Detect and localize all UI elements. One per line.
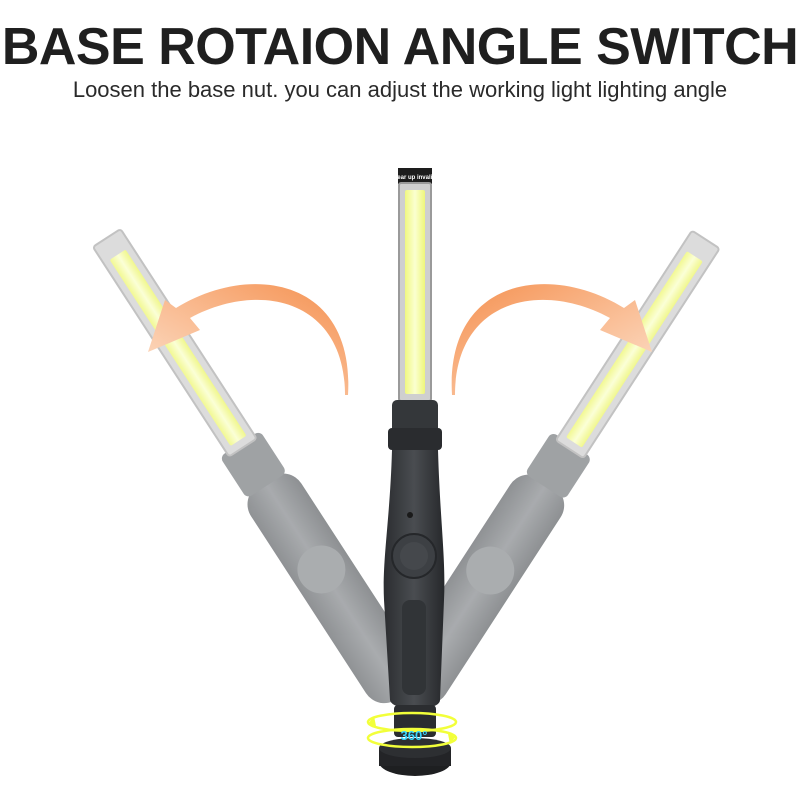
headline: BASE ROTAION ANGLE SWITCH xyxy=(1,18,799,76)
lamp-cap-label: Tear up invalid xyxy=(394,175,436,181)
subheadline: Loosen the base nut. you can adjust the … xyxy=(72,77,728,102)
rotation-indicator: 360° xyxy=(366,711,458,749)
lamp-center: Tear up invalid xyxy=(379,168,451,776)
rotate-left-arrow xyxy=(148,284,349,395)
rotation-label: 360° xyxy=(401,728,428,743)
lamp-left-tilted xyxy=(93,229,420,704)
rotate-right-arrow xyxy=(451,284,652,395)
